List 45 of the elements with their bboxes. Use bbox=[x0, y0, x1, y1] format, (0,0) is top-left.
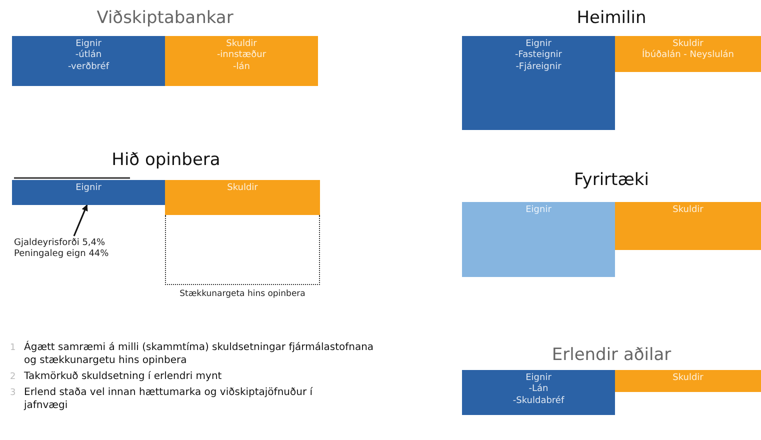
bar-label: Skuldir bbox=[226, 39, 257, 50]
list-item: Ágætt samræmi á milli (skammtíma) skuldsetningar fjármálastofnana og stækkunargetu hins opinbera bbox=[24, 341, 374, 367]
section-title: Heimilin bbox=[576, 8, 648, 28]
asset-bar bbox=[12, 36, 165, 86]
bar-label: -Lán bbox=[528, 384, 548, 396]
bar-label: -innstæður bbox=[216, 50, 266, 62]
list-number: 3 bbox=[10, 388, 17, 398]
list-item: Erlend staða vel innan hættumarka og viðskiptajöfnuður í jafnvægi bbox=[24, 386, 314, 412]
bar-label: -útlán bbox=[75, 50, 102, 62]
bar-label: Skuldir bbox=[672, 205, 704, 216]
section-title: Erlendir aðilar bbox=[550, 345, 672, 365]
asset-bar bbox=[462, 36, 615, 130]
section-title: Fyrirtæki bbox=[573, 170, 650, 190]
asset-bar bbox=[462, 202, 615, 277]
bar-label: Eignir bbox=[526, 39, 552, 50]
arrow bbox=[73, 204, 88, 236]
asset-bar bbox=[12, 180, 165, 205]
list-number: 2 bbox=[10, 372, 17, 382]
liability-bar bbox=[615, 36, 761, 72]
bar-label: -Fjáreignir bbox=[516, 62, 562, 73]
bar-label: Skuldir bbox=[672, 39, 704, 49]
asset-bar bbox=[462, 370, 615, 415]
annotation-text: Gjaldeyrisforði 5,4% bbox=[14, 238, 106, 249]
bar-label: -verðbréf bbox=[68, 62, 109, 73]
bar-label: Íbúðalán - Neyslulán bbox=[642, 50, 734, 62]
dotted-capacity-box bbox=[165, 215, 320, 285]
section-title: Viðskiptabankar bbox=[96, 8, 234, 28]
node-label: Stækkunargeta hins opinbera bbox=[178, 289, 306, 299]
liability-bar bbox=[615, 202, 761, 250]
bar-label: Eignir bbox=[76, 183, 102, 194]
bar-label: -Fasteignir bbox=[515, 50, 562, 62]
list-number: 1 bbox=[10, 343, 17, 353]
bar-label: Eignir bbox=[76, 39, 102, 50]
bar-label: Eignir bbox=[526, 205, 552, 216]
liability-bar bbox=[165, 36, 318, 86]
bar-label: Eignir bbox=[526, 373, 552, 384]
annotation-text: Peningaleg eign 44% bbox=[14, 249, 109, 260]
bar-label: -Skuldabréf bbox=[512, 396, 564, 407]
list-item: Takmörkuð skuldsetning í erlendri mynt bbox=[24, 370, 223, 383]
liability-bar bbox=[615, 370, 761, 392]
bar-label: Skuldir bbox=[672, 373, 704, 384]
bar-label: Skuldir bbox=[227, 183, 258, 194]
liability-bar bbox=[165, 180, 320, 215]
bar-label: -lán bbox=[233, 62, 250, 73]
section-title: Hið opinbera bbox=[110, 150, 222, 170]
